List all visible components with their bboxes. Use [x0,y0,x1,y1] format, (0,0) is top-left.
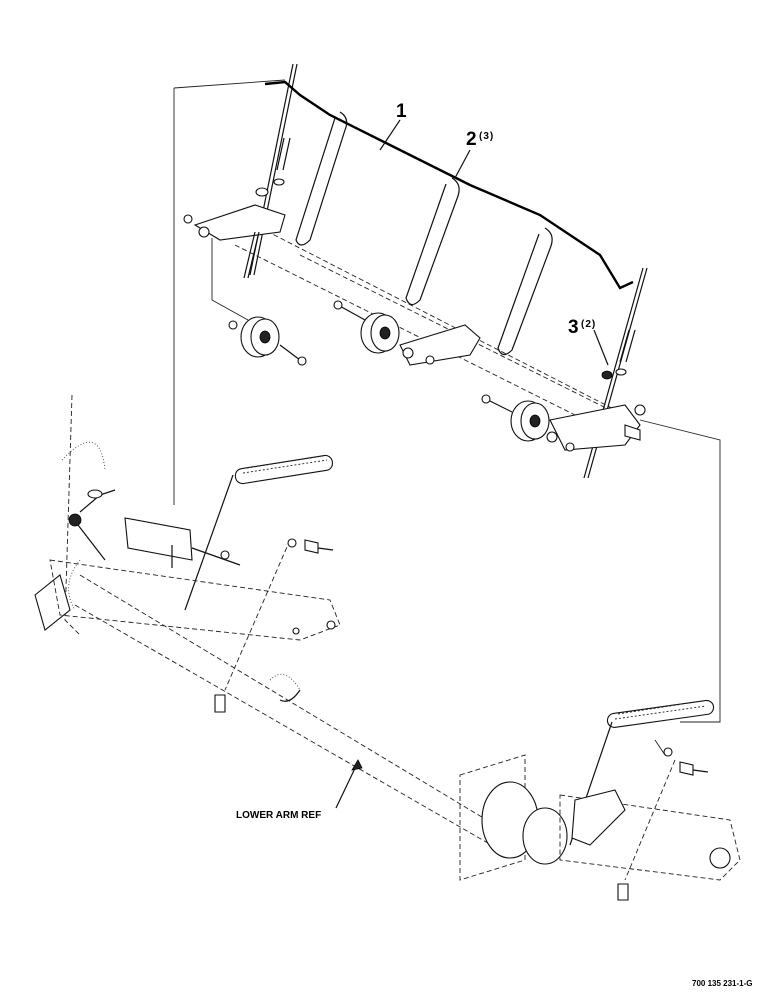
middle-bracket [399,324,481,366]
hardware-bolts [214,538,709,901]
lower-arm-ref-leader [335,759,363,809]
spring-links [184,474,676,881]
callout-1-number: 1 [396,101,407,122]
drawing-number: 700 135 231-1-G [692,979,753,988]
callout-3-qty: (2) [581,319,596,330]
idler-pulley-left [228,316,307,366]
lower-arm-ref-label: LOWER ARM REF [236,810,321,821]
wire-loops [295,111,553,356]
lower-arm-right [459,754,741,881]
cable [264,80,634,290]
spring-lower [606,699,715,728]
idler-pulley-right [481,394,575,452]
leader-lines [173,79,721,756]
right-arm-bracket [549,404,646,451]
spring-upper [234,454,334,485]
callout-3-number: 3 [568,317,579,338]
left-arm-bracket [183,204,286,279]
side-frame-left [34,394,241,636]
lower-arm-left [49,559,341,641]
callout-2-qty: (3) [479,131,494,142]
idler-pulley-middle [333,300,435,365]
lower-tube [68,559,521,851]
callout-2-number: 2 [466,129,477,150]
callout-leaders [379,119,609,366]
